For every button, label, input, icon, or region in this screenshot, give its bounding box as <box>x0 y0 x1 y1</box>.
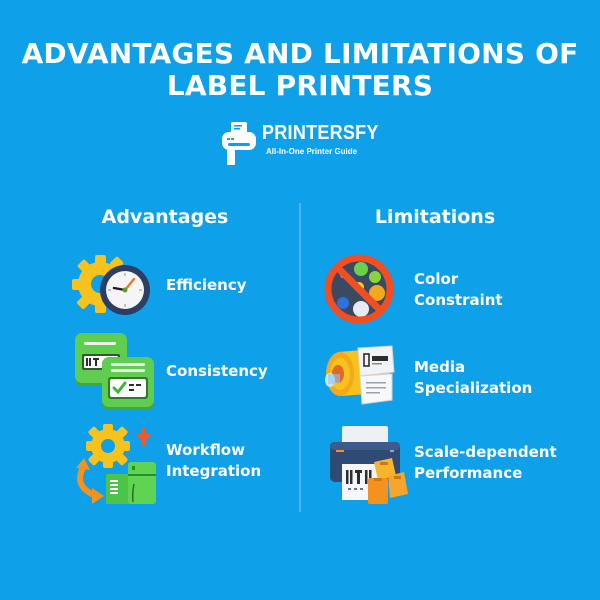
limitation-label: Media Specialization <box>414 358 533 397</box>
limitation-scale-dependent-performance: Scale-dependent Performance <box>318 420 588 510</box>
title-line-2: LABEL PRINTERS <box>166 69 434 102</box>
title-line-1: ADVANTAGES AND LIMITATIONS OF <box>21 37 579 70</box>
advantage-label: Efficiency <box>166 276 247 294</box>
limitations-heading: Limitations <box>374 206 496 228</box>
limitation-label: Color Constraint <box>414 270 503 309</box>
advantage-workflow-integration: Workflow Integration <box>68 420 288 510</box>
page-title: ADVANTAGES AND LIMITATIONS OF LABEL PRIN… <box>0 38 600 102</box>
brand-logo: PRINTERSFY All-In-One Printer Guide <box>216 118 386 168</box>
label-roll-icon <box>325 345 395 405</box>
brand-tagline: All-In-One Printer Guide <box>266 147 358 156</box>
gear-clock-icon <box>72 255 150 315</box>
limitation-label: Scale-dependent Performance <box>414 443 557 482</box>
printer-icon <box>222 122 256 165</box>
advantage-consistency: Consistency <box>68 330 288 410</box>
brand-name: PRINTERSFY <box>262 122 379 144</box>
advantages-heading: Advantages <box>101 206 229 228</box>
advantage-label: Consistency <box>166 362 268 380</box>
limitation-media-specialization: Media Specialization <box>318 340 578 415</box>
label-cards-icon <box>75 333 154 410</box>
limitation-color-constraint: Color Constraint <box>318 250 578 325</box>
no-color-palette-icon <box>324 254 394 324</box>
advantage-efficiency: Efficiency <box>68 250 288 320</box>
gear-workflow-icon <box>76 424 156 504</box>
column-divider <box>299 203 301 512</box>
advantage-label: Workflow Integration <box>166 441 262 480</box>
printer-boxes-icon <box>330 426 408 504</box>
